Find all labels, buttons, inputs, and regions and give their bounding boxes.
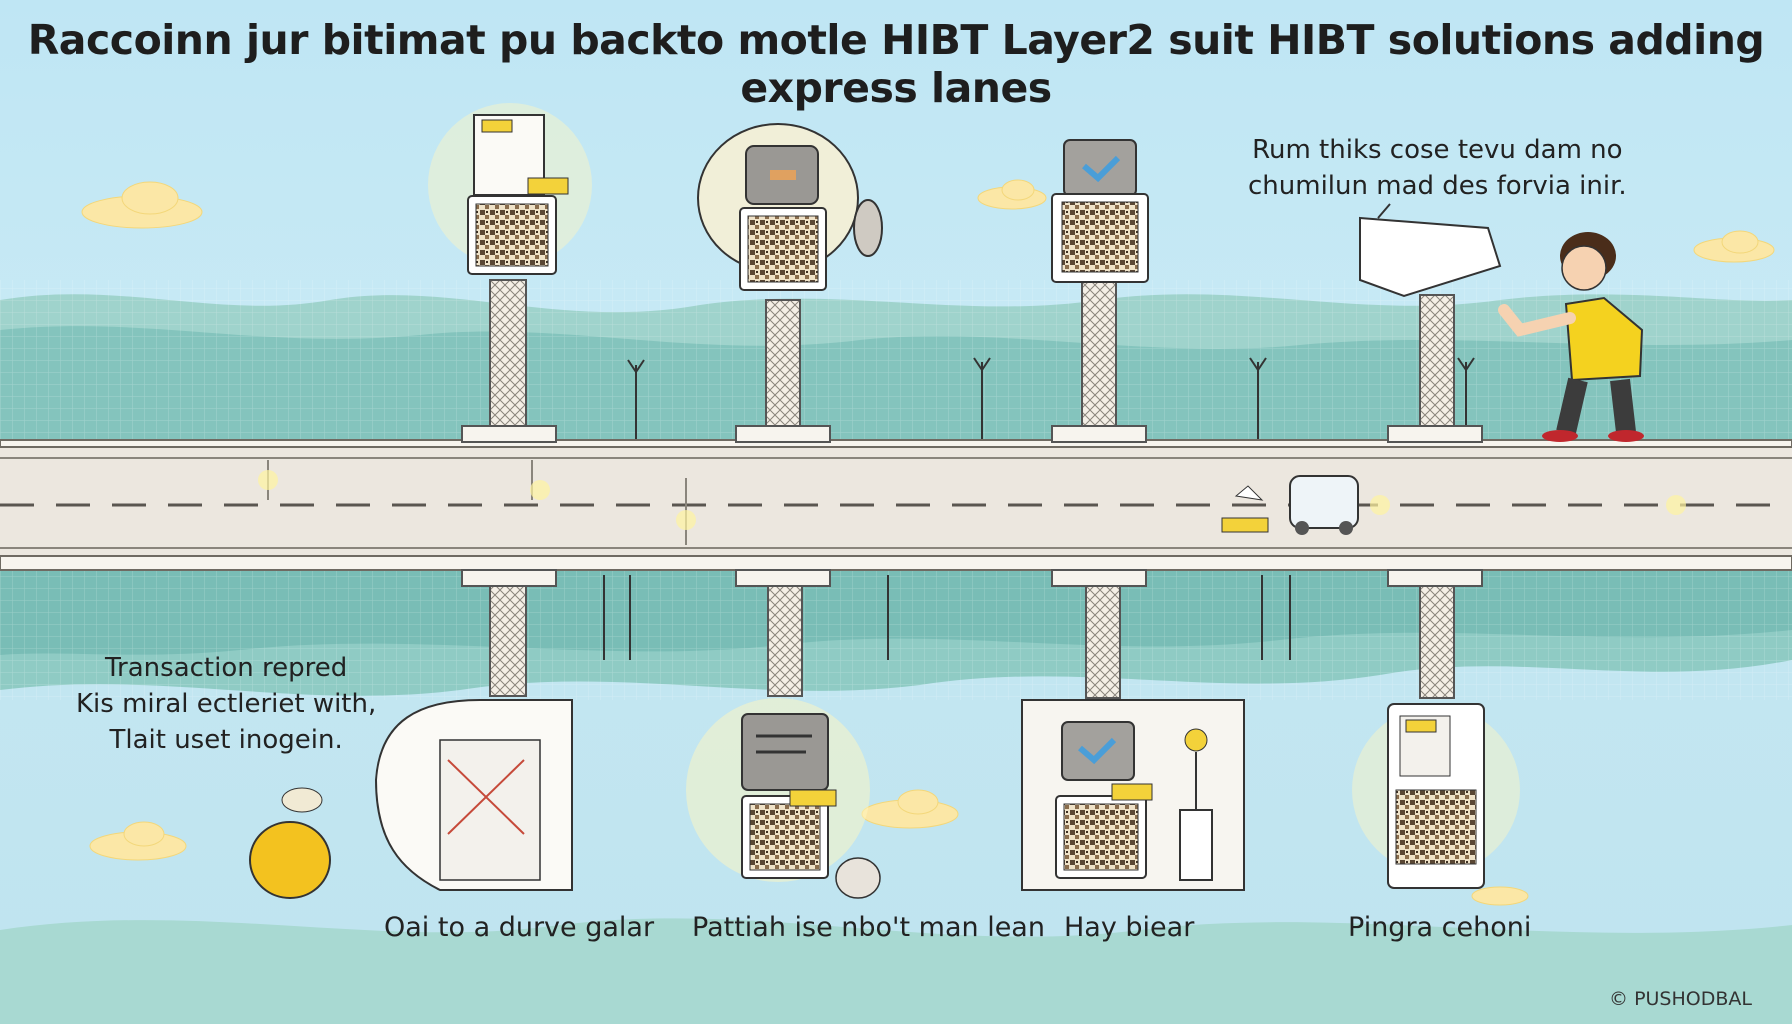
- panel-4: [1352, 703, 1520, 889]
- lower-pillars: [461, 569, 1483, 699]
- panel-1: [249, 699, 573, 899]
- caption-4: Pingra cehoni: [1348, 912, 1532, 943]
- billboard-2: [697, 123, 883, 291]
- left-note-line-1: Transaction repred: [105, 653, 348, 683]
- upper-hills: [0, 280, 1792, 445]
- top-right-note-line-2: chumilun mad des forvia inir.: [1248, 171, 1627, 201]
- clouds: [81, 179, 1775, 906]
- caption-1: Oai to a durve galar: [384, 912, 655, 943]
- road: [0, 439, 1792, 571]
- road-vehicle: [1221, 475, 1359, 535]
- left-note-line-2: Kis miral ectleriet with,: [76, 689, 377, 719]
- top-right-note: Rum thiks cose tevu dam no chumilun mad …: [1248, 132, 1627, 204]
- panel-2: [686, 698, 881, 899]
- caption-2: Pattiah ise nbo't man lean: [692, 912, 1045, 943]
- top-right-note-line-1: Rum thiks cose tevu dam no: [1252, 135, 1623, 165]
- page-title: Raccoinn jur bitimat pu backto motle HIB…: [27, 16, 1765, 112]
- billboard-3: [1051, 139, 1149, 283]
- billboard-4: [1359, 203, 1502, 298]
- panel-3: [1021, 699, 1245, 891]
- caption-3: Hay biear: [1064, 912, 1195, 943]
- upper-pillars: [461, 274, 1483, 443]
- watermark: © PUSHODBAL: [1609, 988, 1752, 1010]
- person: [1498, 232, 1644, 442]
- left-note: Transaction repred Kis miral ectleriet w…: [76, 650, 376, 758]
- small-trees: [603, 357, 1475, 660]
- billboard-1: [428, 103, 592, 275]
- lower-hills: [0, 570, 1792, 1024]
- left-note-line-3: Tlait uset inogein.: [109, 725, 343, 755]
